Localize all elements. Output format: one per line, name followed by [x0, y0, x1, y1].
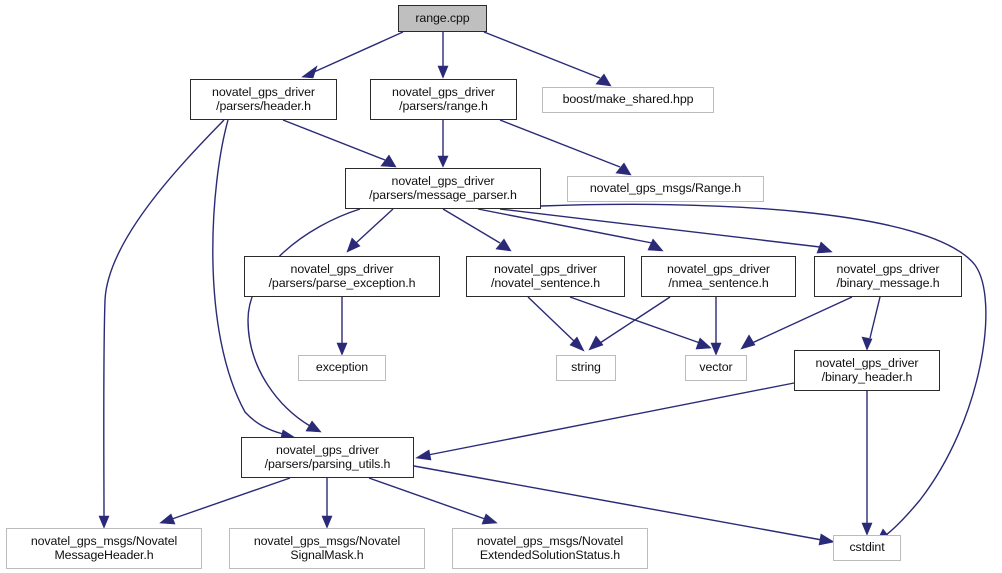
node-range-h[interactable]: novatel_gps_driver /parsers/range.h: [370, 79, 517, 120]
node-label: novatel_gps_driver /parsers/message_pars…: [369, 173, 517, 202]
node-label: novatel_gps_driver /binary_message.h: [836, 261, 940, 290]
arrowhead: [380, 154, 397, 168]
node-label: novatel_gps_driver /nmea_sentence.h: [667, 261, 770, 290]
node-label: novatel_gps_driver /parsers/parse_except…: [268, 261, 416, 290]
node-label: vector: [699, 360, 733, 375]
edge-nmea-sentence-to-string: [599, 296, 671, 344]
node-parsing-utils-h[interactable]: novatel_gps_driver /parsers/parsing_util…: [241, 437, 414, 478]
node-message-parser-h[interactable]: novatel_gps_driver /parsers/message_pars…: [345, 168, 541, 209]
arrowhead: [437, 155, 449, 168]
edge-binary-message-to-vector: [751, 296, 853, 344]
arrowhead: [415, 449, 432, 461]
edge-novatel-sentence-to-string: [527, 296, 576, 343]
arrowhead: [588, 335, 604, 351]
edge-message-parser-to-novatel-sentence: [442, 208, 501, 244]
node-novatel-message-header-h[interactable]: novatel_gps_msgs/Novatel MessageHeader.h: [6, 528, 202, 569]
node-label: novatel_gps_driver /parsers/header.h: [212, 84, 315, 113]
arrowhead: [346, 237, 361, 253]
arrowhead: [336, 342, 348, 356]
edge-range-cpp-to-make-shared: [483, 31, 601, 79]
node-label: novatel_gps_msgs/Novatel ExtendedSolutio…: [476, 533, 624, 562]
node-label: novatel_gps_msgs/Novatel SignalMask.h: [253, 533, 401, 562]
edges: [98, 31, 987, 546]
node-binary-header-h[interactable]: novatel_gps_driver /binary_header.h: [794, 350, 940, 391]
edge-parsing-utils-to-msg-header: [171, 477, 291, 520]
edge-message-parser-to-nmea-sentence: [477, 208, 653, 244]
arrowhead: [481, 513, 498, 525]
arrowhead: [301, 65, 318, 79]
edge-message-parser-to-cstdint: [540, 203, 987, 536]
node-label: range.cpp: [415, 10, 470, 25]
node-label: novatel_gps_driver /parsers/range.h: [392, 84, 495, 113]
edge-range-h-to-range-msg: [499, 119, 621, 168]
node-label: exception: [315, 360, 369, 375]
edge-header-to-message-parser: [282, 119, 386, 161]
node-label: novatel_gps_driver /parsers/parsing_util…: [264, 442, 391, 471]
node-label: novatel_gps_msgs/Range.h: [589, 181, 742, 196]
edge-parsing-utils-to-cstdint: [413, 465, 823, 541]
arrowhead: [861, 336, 873, 351]
node-novatel-sentence-h[interactable]: novatel_gps_driver /novatel_sentence.h: [466, 256, 625, 297]
node-novatel-extended-solution-status-h[interactable]: novatel_gps_msgs/Novatel ExtendedSolutio…: [452, 528, 648, 569]
arrowhead: [305, 420, 322, 433]
arrowhead: [437, 65, 449, 79]
node-label: cstdint: [849, 540, 885, 555]
node-label: string: [571, 360, 601, 375]
edge-message-parser-to-binary-message: [499, 208, 821, 248]
edge-binary-header-to-parsing-utils: [427, 382, 795, 456]
node-binary-message-h[interactable]: novatel_gps_driver /binary_message.h: [814, 256, 962, 297]
arrowhead: [159, 513, 176, 525]
arrowhead: [595, 73, 612, 87]
node-label: novatel_gps_driver /binary_header.h: [815, 355, 919, 384]
node-exception[interactable]: exception: [298, 355, 386, 381]
arrowhead: [569, 336, 585, 352]
arrowhead: [695, 337, 712, 350]
arrowhead: [321, 515, 333, 529]
edge-binary-message-to-binary-header: [869, 296, 881, 339]
edge-message-parser-to-parse-exception: [355, 208, 394, 244]
arrowhead: [495, 238, 512, 252]
arrowhead: [647, 238, 664, 252]
arrowhead: [818, 533, 835, 546]
edge-parsing-utils-to-ext-status: [368, 477, 486, 520]
arrowhead: [98, 515, 110, 529]
node-range-cpp[interactable]: range.cpp: [398, 5, 487, 32]
arrowhead: [816, 241, 833, 254]
node-cstdint[interactable]: cstdint: [833, 535, 901, 561]
node-header-h[interactable]: novatel_gps_driver /parsers/header.h: [190, 79, 337, 120]
edge-header-to-parsing-utils: [212, 119, 284, 435]
node-parse-exception-h[interactable]: novatel_gps_driver /parsers/parse_except…: [244, 256, 440, 297]
node-boost-make-shared-hpp[interactable]: boost/make_shared.hpp: [542, 87, 714, 113]
node-novatel-signal-mask-h[interactable]: novatel_gps_msgs/Novatel SignalMask.h: [229, 528, 425, 569]
edge-message-parser-to-parsing-utils: [247, 208, 361, 427]
arrowhead: [710, 342, 722, 356]
arrowhead: [615, 162, 632, 176]
node-string[interactable]: string: [556, 355, 616, 381]
edge-header-to-msg-header: [103, 119, 225, 517]
node-label: novatel_gps_driver /novatel_sentence.h: [490, 261, 600, 290]
node-nmea-sentence-h[interactable]: novatel_gps_driver /nmea_sentence.h: [641, 256, 796, 297]
node-novatel-gps-msgs-range-h[interactable]: novatel_gps_msgs/Range.h: [567, 176, 764, 202]
node-label: boost/make_shared.hpp: [562, 92, 694, 107]
arrowhead: [861, 522, 873, 536]
node-vector[interactable]: vector: [685, 355, 747, 381]
arrowhead: [740, 334, 756, 350]
node-label: novatel_gps_msgs/Novatel MessageHeader.h: [30, 533, 178, 562]
edge-range-cpp-to-header-h: [313, 31, 404, 73]
